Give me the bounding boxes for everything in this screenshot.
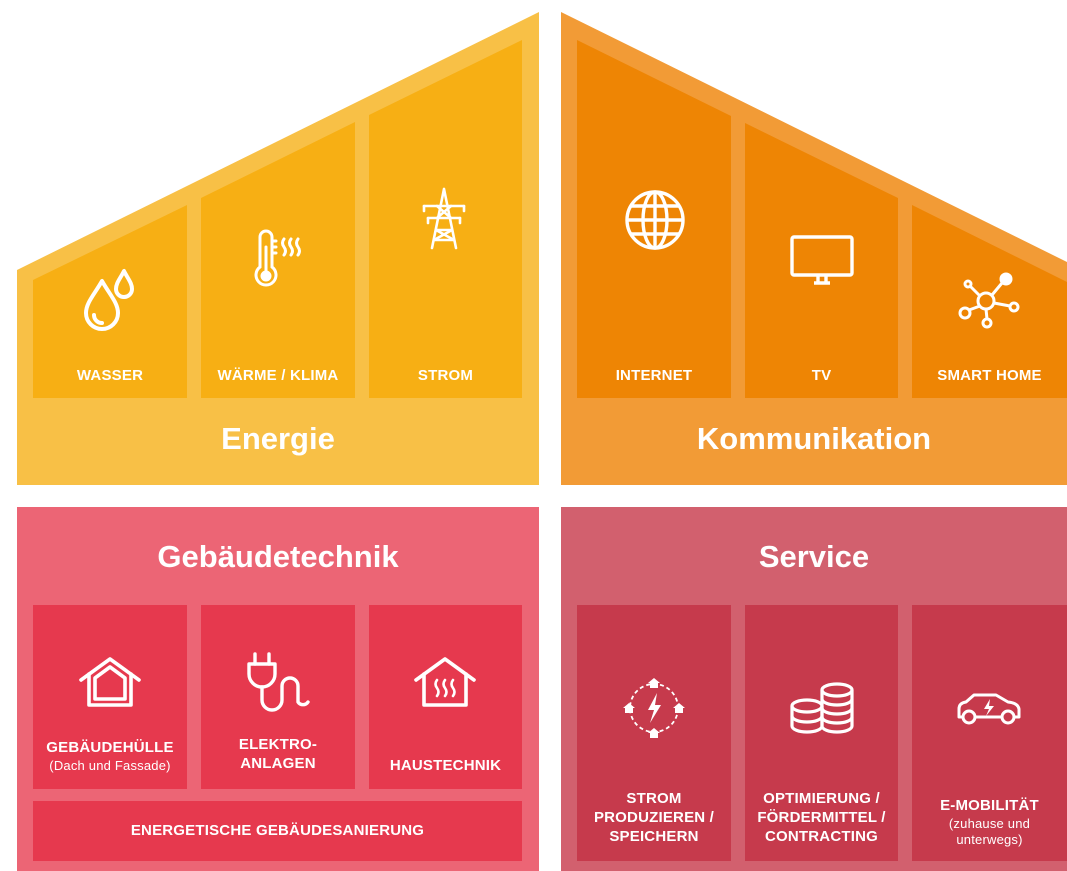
section-title-service: Service — [758, 539, 870, 574]
kommunikation-tile-tv — [745, 123, 898, 398]
energie-tile-waerme — [201, 122, 355, 398]
thermometer-heat-icon — [252, 229, 304, 293]
plug-icon — [246, 650, 310, 716]
gebaeude-tile-huelle — [33, 605, 187, 789]
tile-label-smart-home: SMART HOME — [937, 367, 1042, 384]
elektro-line1: ELEKTRO- — [238, 736, 318, 753]
tile-label-elektroanlagen: ELEKTRO- ANLAGEN — [201, 736, 355, 774]
optimierung-line2: FÖRDERMITTEL / — [757, 808, 886, 826]
tile-label-sanierung: ENERGETISCHE GEBÄUDESANIERUNG — [130, 822, 425, 839]
power-pylon-icon — [418, 186, 470, 250]
service-tile-emobilitaet — [912, 605, 1067, 861]
house-outline-icon — [78, 656, 142, 708]
tile-label-wasser: WASSER — [76, 367, 144, 384]
network-hub-icon — [956, 271, 1020, 329]
tile-label-strom: STROM — [417, 367, 474, 384]
kommunikation-tile-smarthome — [912, 205, 1067, 398]
optimierung-line1: OPTIMIERUNG / — [763, 790, 880, 807]
tile-label-optimierung: OPTIMIERUNG / FÖRDERMITTEL / CONTRACTING — [745, 790, 898, 846]
elektro-line2: ANLAGEN — [240, 754, 316, 772]
globe-icon — [624, 189, 686, 251]
service-tile-optimierung — [745, 605, 898, 861]
tile-label-tv: TV — [811, 367, 832, 384]
tile-label-emobilitaet: E-MOBILITÄT (zuhause und unterwegs) — [912, 797, 1067, 848]
strom-line2: PRODUZIEREN / — [593, 808, 715, 826]
strom-line1: STROM — [626, 790, 682, 807]
energie-tile-wasser — [33, 205, 187, 398]
tile-label-internet: INTERNET — [615, 367, 693, 384]
emobilitaet-sub2: unterwegs) — [956, 832, 1023, 847]
strom-line3: SPEICHERN — [609, 827, 699, 845]
tv-icon — [790, 235, 854, 287]
water-drops-icon — [80, 267, 142, 331]
section-title-energie: Energie — [221, 421, 335, 456]
gebaeude-tile-sanierung — [33, 801, 522, 861]
gebaeudehuelle-sub: (Dach und Fassade) — [49, 757, 171, 773]
electric-car-icon — [956, 691, 1022, 725]
gebaeude-tile-elektro — [201, 605, 355, 789]
emobilitaet-line1: E-MOBILITÄT — [940, 797, 1039, 814]
section-title-kommunikation: Kommunikation — [696, 421, 932, 456]
gebaeudehuelle-label: GEBÄUDEHÜLLE — [46, 739, 174, 756]
coin-stacks-icon — [789, 682, 855, 734]
tile-label-strom-produzieren: STROM PRODUZIEREN / SPEICHERN — [577, 790, 731, 846]
energy-network-icon — [622, 677, 686, 739]
tile-label-haustechnik: HAUSTECHNIK — [389, 757, 502, 774]
house-heating-icon — [413, 656, 477, 708]
tile-label-waerme-klima: WÄRME / KLIMA — [217, 367, 339, 384]
section-title-gebaeudetechnik: Gebäudetechnik — [157, 539, 399, 574]
optimierung-line3: CONTRACTING — [764, 827, 879, 845]
emobilitaet-sub1: (zuhause und — [948, 815, 1031, 831]
tile-label-gebaeudehuelle: GEBÄUDEHÜLLE (Dach und Fassade) — [33, 739, 187, 774]
